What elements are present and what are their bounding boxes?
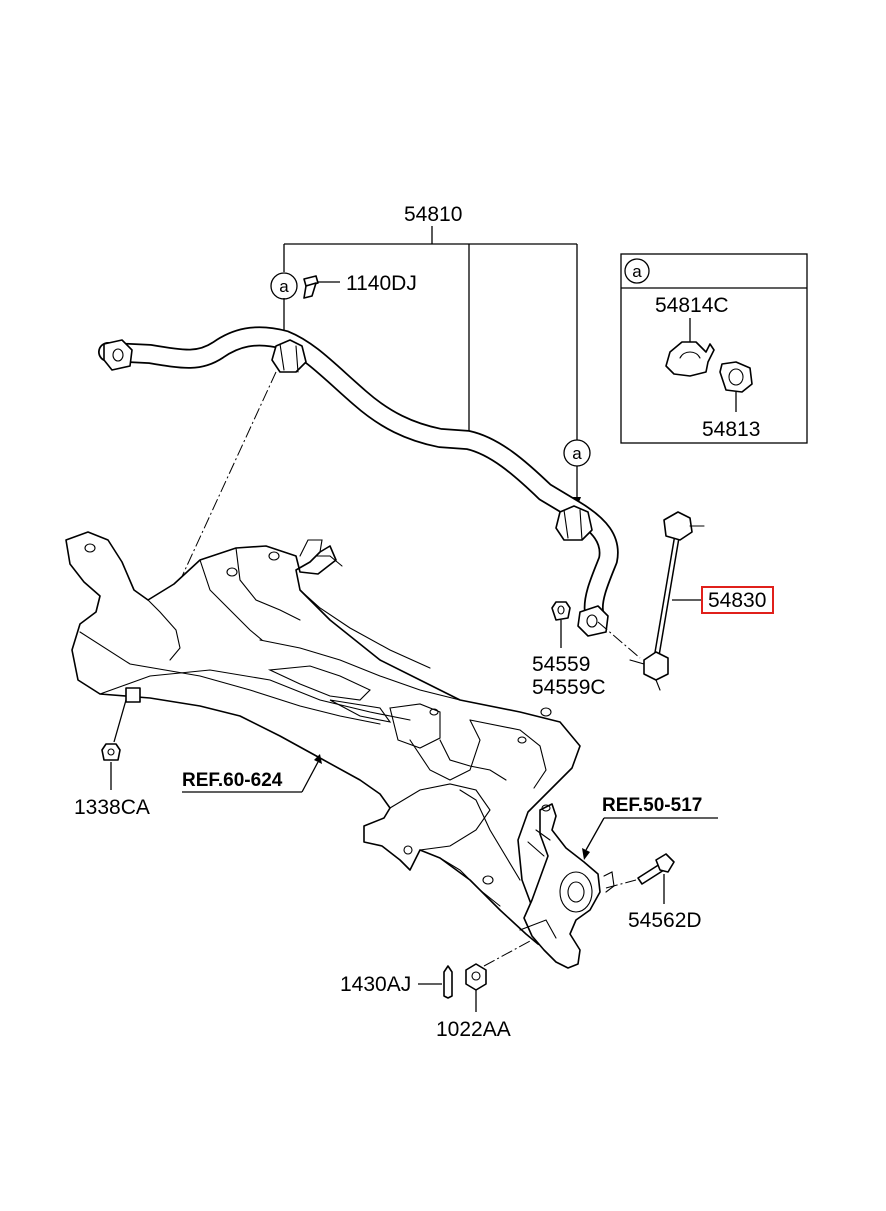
label-1338ca: 1338CA — [74, 796, 150, 819]
label-1022aa: 1022AA — [436, 1018, 511, 1041]
bar-bushing-right — [555, 505, 593, 541]
ref-50-517-leader — [582, 817, 718, 860]
label-54813: 54813 — [702, 418, 760, 441]
leader-54810 — [280, 226, 581, 507]
bolt-54562d — [605, 853, 675, 904]
callout-a-left-text: a — [279, 277, 289, 296]
ref-60-624-leader — [182, 754, 322, 793]
ref-50-517[interactable]: REF.50-517 — [602, 795, 702, 816]
cotter-pin-1430aj — [418, 965, 453, 999]
label-54559: 54559 — [532, 653, 590, 676]
label-54562d: 54562D — [628, 909, 702, 932]
stabilizer-link — [597, 511, 705, 691]
highlight-box-54830 — [701, 586, 774, 614]
stabilizer-bar — [98, 326, 619, 637]
label-54559c: 54559C — [532, 676, 606, 699]
label-54810: 54810 — [404, 203, 462, 226]
detail-box-marker: a — [632, 262, 642, 281]
callout-a-right-text: a — [572, 444, 582, 463]
ref-60-624[interactable]: REF.60-624 — [182, 770, 283, 791]
nut-1338ca — [101, 743, 121, 790]
callout-a-right: a — [563, 439, 591, 467]
label-1140dj: 1140DJ — [346, 272, 417, 295]
callout-a-left: a — [270, 272, 298, 300]
castle-nut-1022aa — [465, 939, 533, 1012]
bolt-1140dj — [303, 275, 340, 299]
detail-box: a — [620, 253, 808, 444]
label-54814c: 54814C — [655, 294, 729, 317]
bar-bushing-left — [271, 339, 307, 373]
label-54830[interactable]: 54830 — [708, 589, 766, 612]
nut-54559 — [551, 601, 571, 648]
knuckle — [519, 803, 615, 969]
crossmember — [65, 531, 581, 949]
label-1430aj: 1430AJ — [340, 973, 411, 996]
